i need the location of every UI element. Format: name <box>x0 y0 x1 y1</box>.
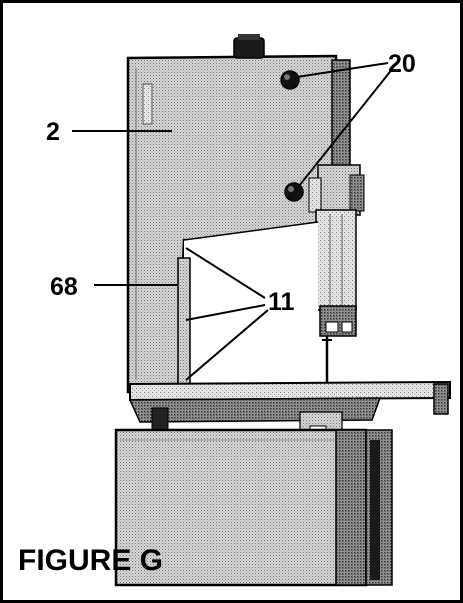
tension-knob-icon <box>233 37 265 59</box>
work-table <box>128 380 451 439</box>
callout-20: 20 <box>388 50 416 78</box>
knob-lower-icon <box>284 182 304 202</box>
callout-11: 11 <box>268 288 295 316</box>
lower-guard <box>177 257 191 387</box>
figure-caption: FIGURE G <box>18 544 163 577</box>
knob-upper-icon <box>280 70 300 90</box>
throat-opening <box>183 221 319 388</box>
callout-68: 68 <box>50 273 78 301</box>
callout-2: 2 <box>46 118 60 146</box>
leader-lines <box>72 62 394 381</box>
lower-cabinet <box>114 428 393 587</box>
blade-guide-column <box>308 59 365 388</box>
